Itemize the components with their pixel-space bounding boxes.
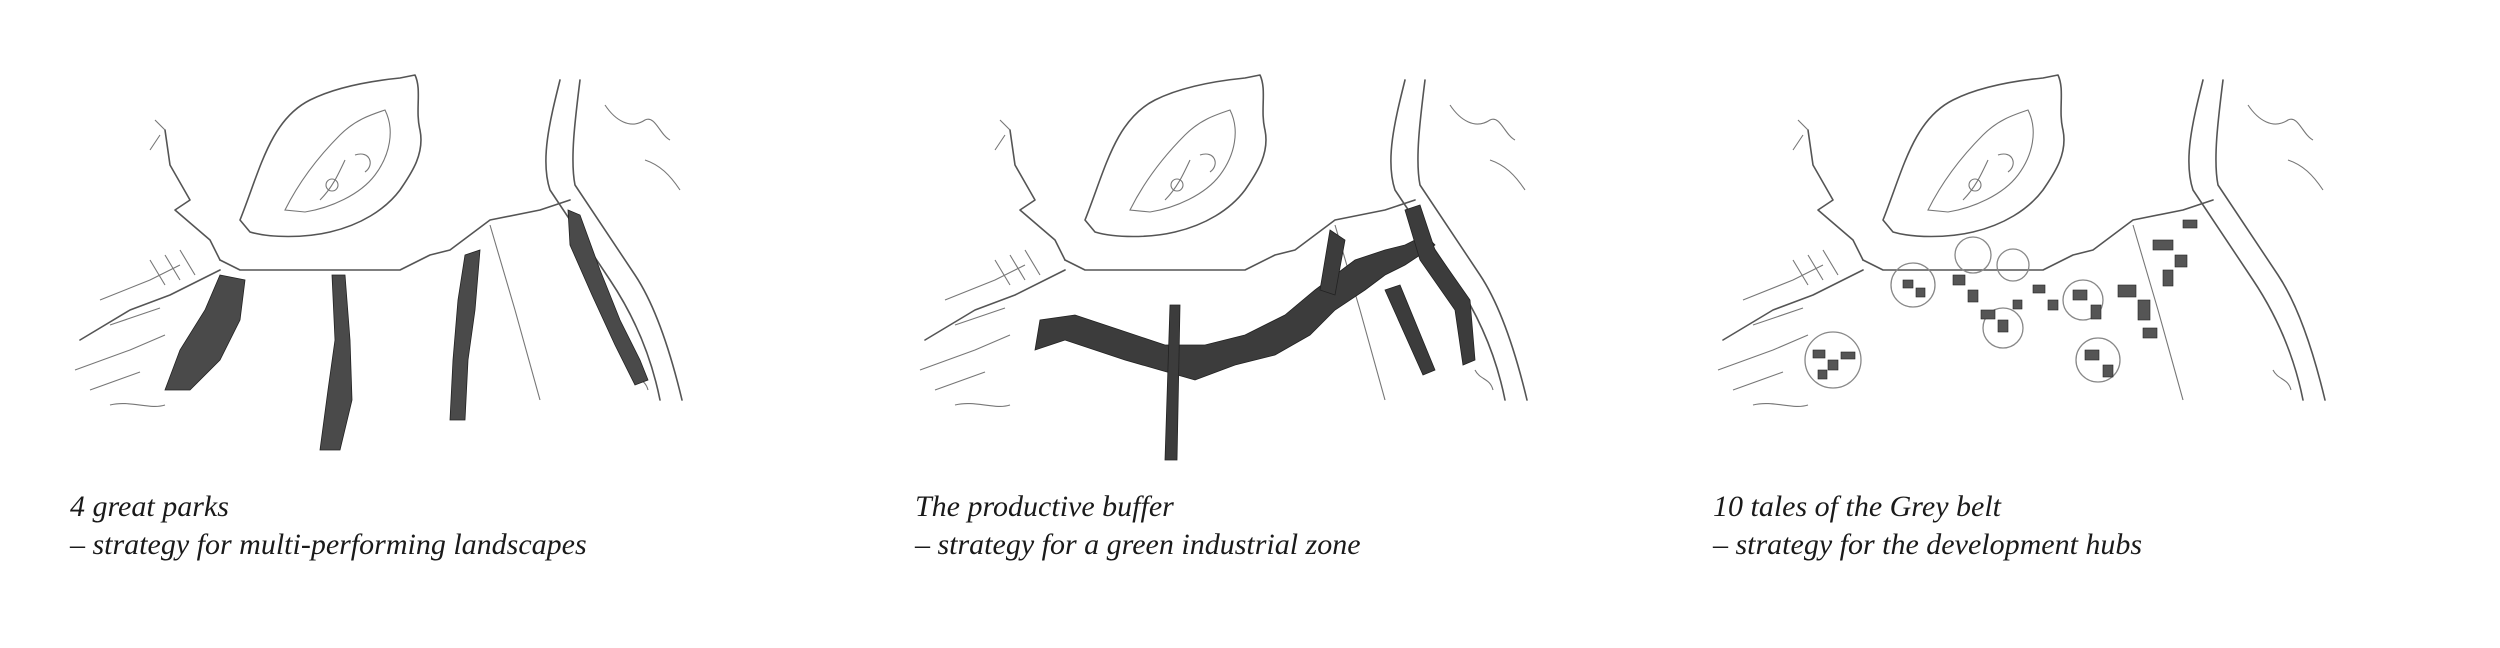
- hub-circle: [1804, 331, 1862, 389]
- park-strip-middle: [449, 249, 481, 421]
- caption-grey-belt: 10 tales of the Grey belt – strategy for…: [1713, 488, 2493, 564]
- park-strip-east: [567, 209, 649, 386]
- hub-circle: [1982, 307, 2024, 349]
- panel-grey-belt: 10 tales of the Grey belt – strategy for…: [1713, 0, 2500, 648]
- hub-circle: [1996, 248, 2030, 282]
- buffer-river-arm: [1404, 204, 1476, 366]
- map-grey-belt: [1717, 74, 2326, 408]
- buffer-diagonal: [1384, 284, 1436, 376]
- map-great-parks: [74, 74, 683, 451]
- buffer-band: [1034, 234, 1436, 381]
- map-productive-buffer: [919, 74, 1528, 461]
- caption-productive-buffer: The productive buffer – strategy for a g…: [915, 488, 1695, 564]
- hub-clusters: [1812, 219, 2198, 380]
- park-strip-central: [319, 274, 353, 451]
- buffer-spine: [1164, 304, 1181, 461]
- caption-subtitle: – strategy for a green industrial zone: [915, 528, 1361, 561]
- caption-title: The productive buffer: [915, 490, 1174, 523]
- hub-circle: [1890, 262, 1936, 308]
- caption-title: 4 great parks: [70, 490, 229, 523]
- caption-subtitle: – strategy for multi-performing landscap…: [70, 528, 587, 561]
- panel-great-parks: 4 great parks – strategy for multi-perfo…: [70, 0, 890, 648]
- caption-subtitle: – strategy for the development hubs: [1713, 528, 2143, 561]
- buffer-north-arm: [1319, 229, 1346, 296]
- hub-circle: [2075, 337, 2121, 383]
- park-strip-west: [164, 274, 246, 391]
- panel-productive-buffer: The productive buffer – strategy for a g…: [915, 0, 1735, 648]
- hub-circle: [2062, 279, 2104, 321]
- caption-great-parks: 4 great parks – strategy for multi-perfo…: [70, 488, 850, 564]
- caption-title: 10 tales of the Grey belt: [1713, 490, 2001, 523]
- hub-circle: [1954, 236, 1992, 274]
